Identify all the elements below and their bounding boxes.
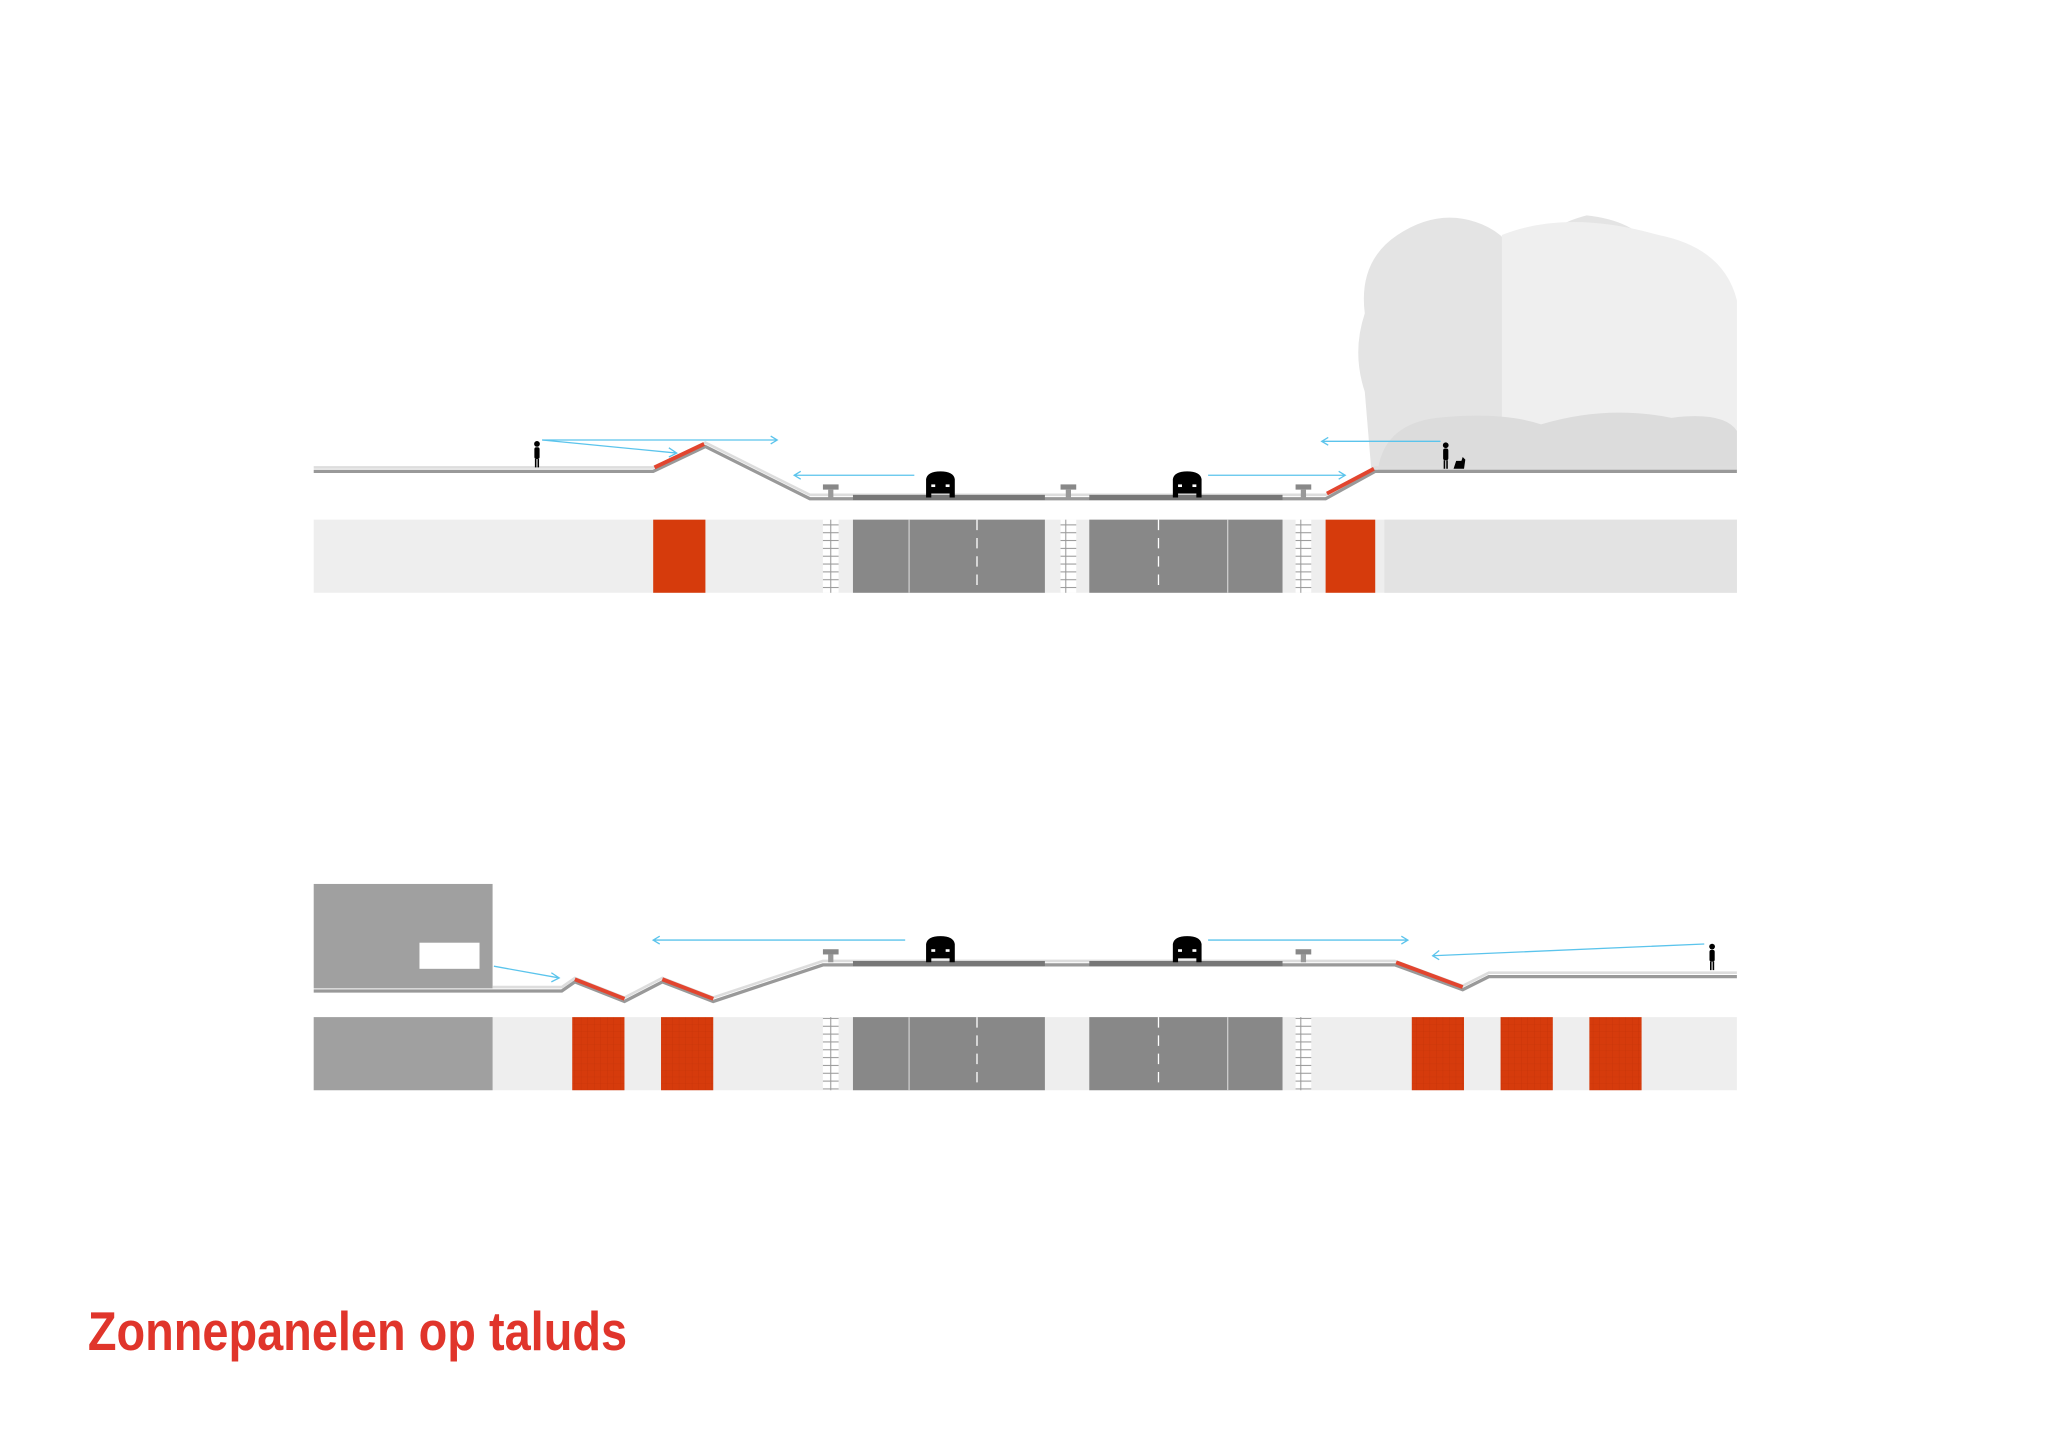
car-icon [926, 471, 955, 498]
section-bottom [313, 883, 1737, 1091]
terrain-profile [313, 441, 1737, 501]
solar-panel-plan [1589, 1017, 1642, 1091]
section-top [313, 215, 1737, 593]
sightlines [542, 435, 1441, 480]
terrain-profile [313, 959, 1737, 1004]
cyclist-icon [533, 440, 541, 469]
car-icon [926, 936, 955, 963]
car-icon [1172, 936, 1202, 963]
solar-panel-plan [653, 519, 706, 593]
solar-panel-slope [661, 977, 714, 1001]
page-title: Zonnepanelen op taluds [88, 1300, 627, 1362]
solar-panel-slope [1326, 467, 1375, 496]
solar-panel-plan [1500, 1017, 1553, 1091]
trees [1358, 215, 1737, 471]
plan-strip [313, 519, 1737, 593]
building-window [419, 942, 480, 969]
solar-panel-plan [1411, 1017, 1465, 1091]
cyclist-icon [1708, 942, 1716, 971]
sightlines [493, 935, 1705, 983]
solar-panel-plan [1325, 519, 1376, 593]
car-icon [1172, 471, 1202, 498]
plan-strip [313, 1017, 1737, 1091]
solar-panel-slope [1395, 960, 1464, 989]
solar-panel-plan [572, 1017, 625, 1091]
dog-icon [1453, 456, 1466, 469]
solar-panel-slope [574, 977, 626, 1001]
solar-panel-slope [653, 442, 705, 470]
solar-panel-plan [661, 1017, 714, 1091]
building [313, 883, 493, 989]
